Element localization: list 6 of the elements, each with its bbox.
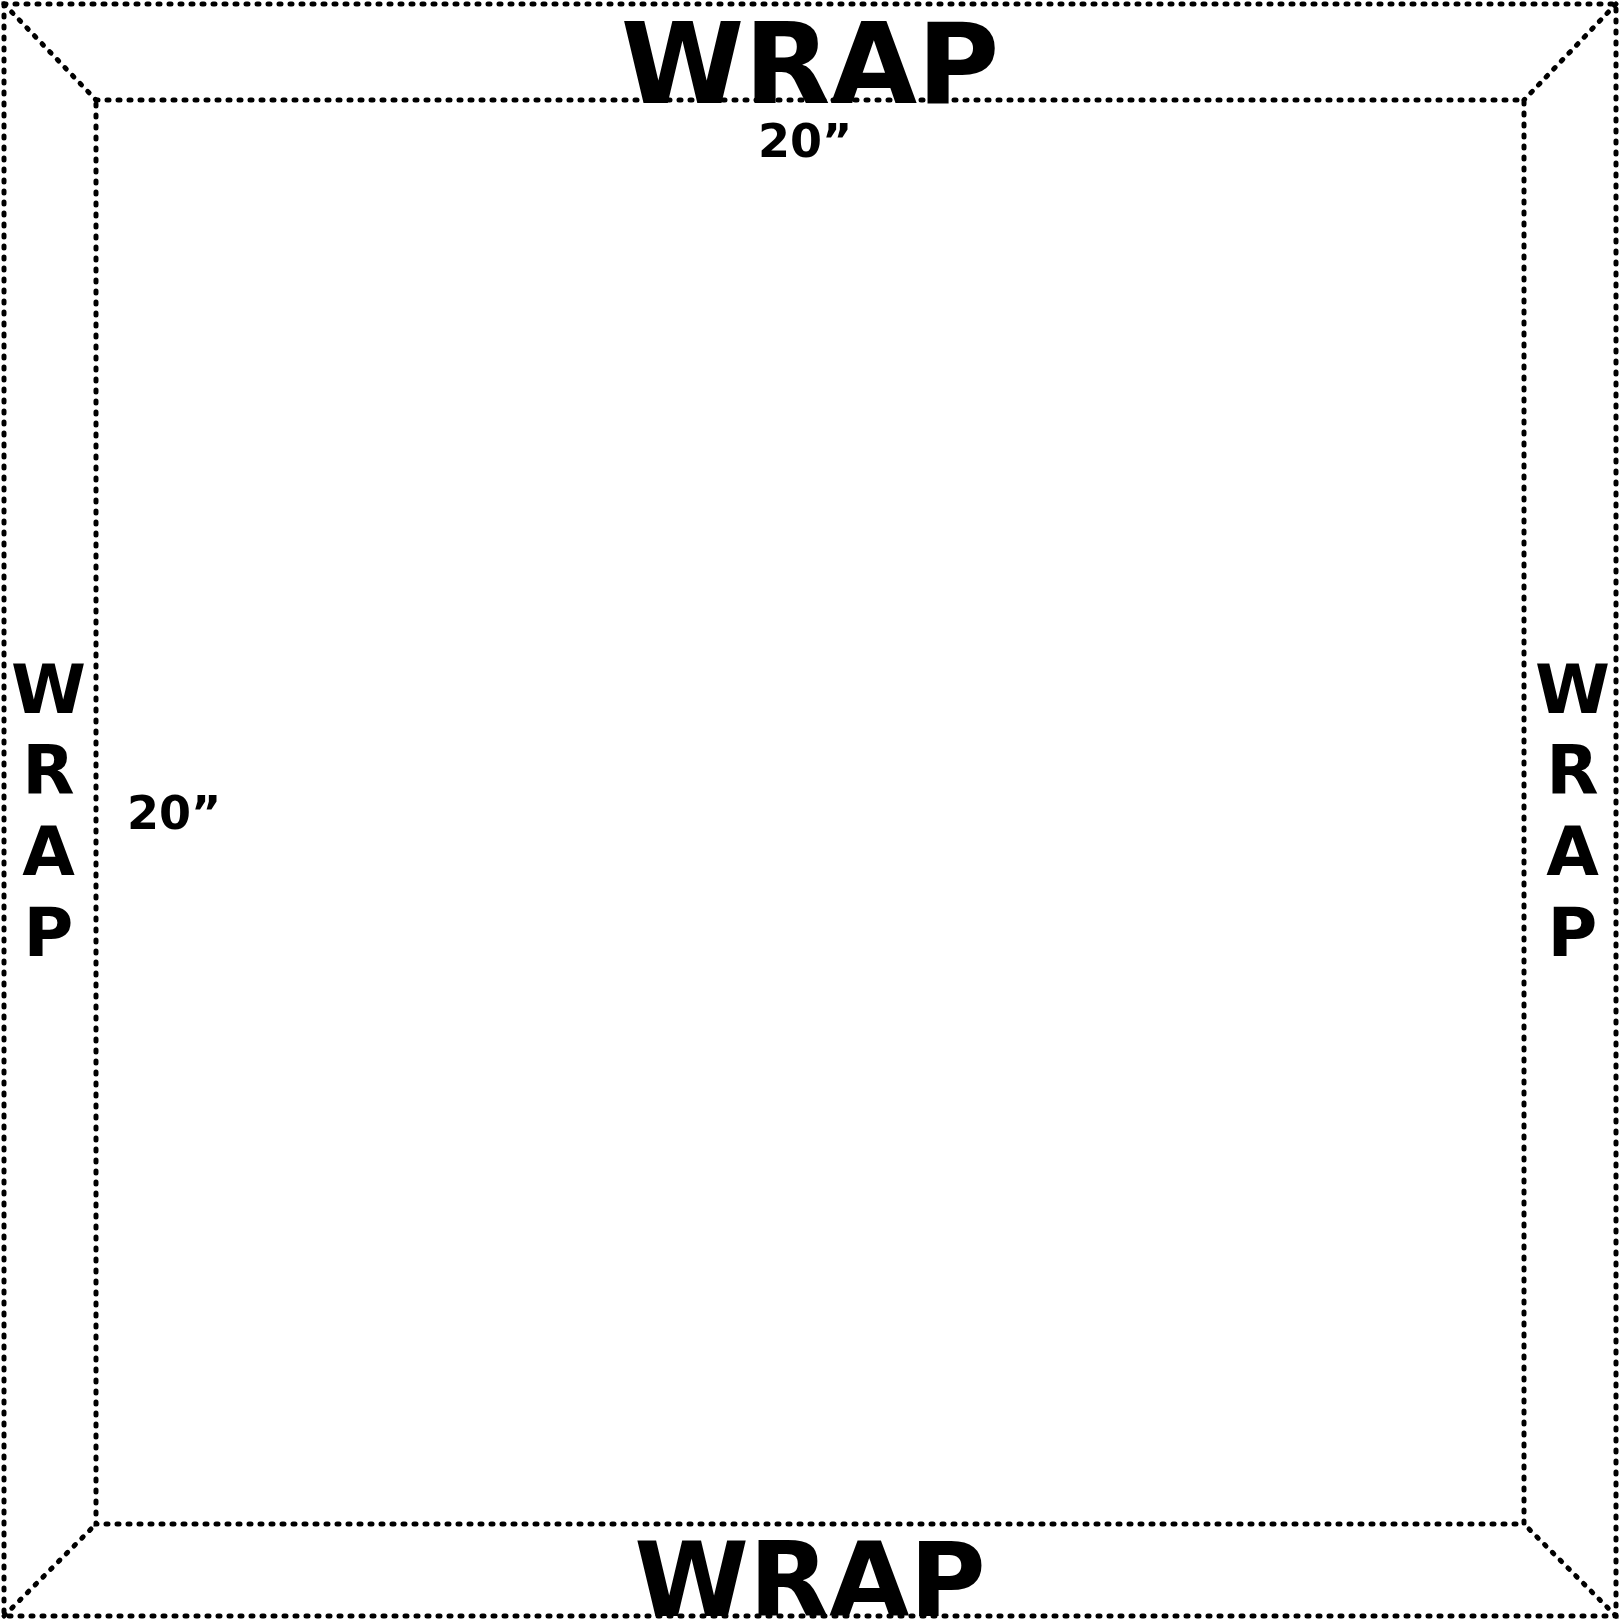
dimension-label: 20” — [757, 118, 853, 164]
dimension-label: 20” — [127, 790, 222, 836]
wrap-label: WRAP — [1538, 650, 1606, 974]
wrap-label: WRAP — [620, 8, 1000, 120]
wrap-label: WRAP — [14, 650, 82, 974]
wrap-label: WRAP — [634, 1528, 986, 1620]
